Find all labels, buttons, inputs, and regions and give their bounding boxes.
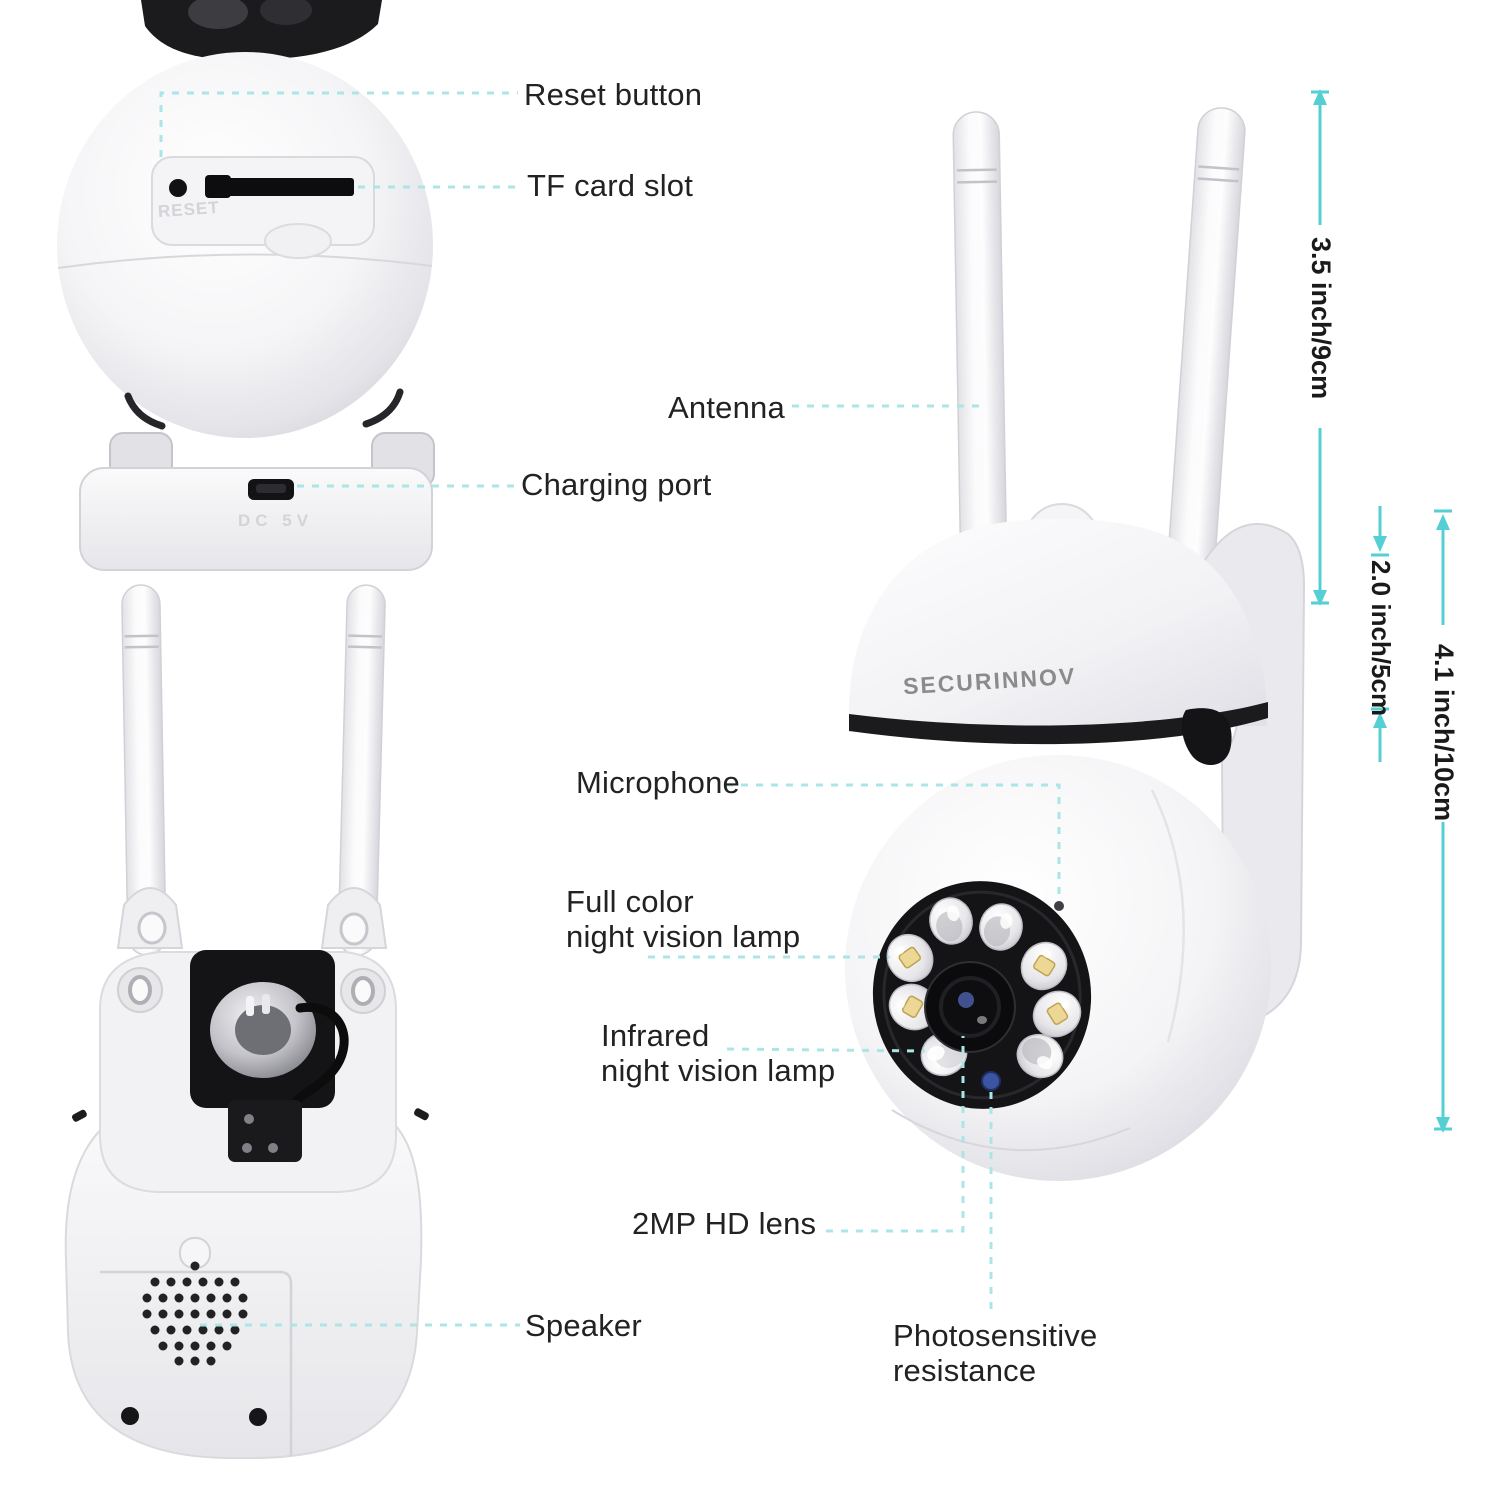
- antenna-mount-hole-left: [137, 911, 167, 945]
- ir-led: [929, 897, 973, 945]
- main-antenna-left: [952, 111, 1008, 583]
- gimbal-cylinder-core: [235, 1005, 291, 1055]
- label-full-color-lamp: Full color night vision lamp: [566, 884, 800, 954]
- cylinder-pin: [262, 994, 270, 1014]
- label-full-color-line1: Full color: [566, 884, 694, 919]
- label-charging-port: Charging port: [521, 467, 712, 502]
- bottom-screw: [249, 1408, 267, 1426]
- camera-back-view: [64, 584, 429, 1459]
- lens-glint: [977, 1016, 987, 1024]
- ball-seam: [1150, 789, 1185, 1043]
- label-infrared-lamp: Infrared night vision lamp: [601, 1018, 835, 1088]
- charging-base: [79, 467, 433, 571]
- connector-box: [228, 1100, 302, 1162]
- embossed-dc5v-text: DC 5V: [238, 511, 314, 530]
- label-antenna: Antenna: [668, 390, 785, 425]
- side-slot-left: [71, 1109, 87, 1122]
- side-slot-right: [413, 1108, 429, 1121]
- microphone-hole: [1054, 901, 1064, 911]
- label-full-color-line2: night vision lamp: [566, 919, 801, 954]
- label-reset-button: Reset button: [524, 77, 703, 112]
- label-microphone: Microphone: [576, 765, 740, 800]
- dim-text-body-height: 4.1 inch/10cm: [1429, 644, 1459, 822]
- bracket-screw-hole-left: [128, 975, 152, 1005]
- full-color-led: [886, 933, 934, 983]
- label-infrared-line2: night vision lamp: [601, 1053, 836, 1088]
- bottom-slot-right: [362, 388, 404, 428]
- callout-infrared-lamp: [726, 1047, 926, 1053]
- reset-button-hole: [169, 179, 187, 197]
- dimension-lines: [1311, 89, 1452, 1133]
- connector-screw: [244, 1114, 254, 1124]
- label-lens: 2MP HD lens: [632, 1206, 817, 1241]
- top-lens-cylinder: [260, 0, 312, 25]
- bottom-screw: [121, 1407, 139, 1425]
- photosensitive-sensor: [981, 1071, 1001, 1091]
- label-photosensitive: Photosensitive resistance: [893, 1318, 1097, 1388]
- lens-glint-blue: [958, 992, 974, 1008]
- top-lens-cylinder: [188, 0, 248, 29]
- tf-card-slot: [214, 178, 354, 196]
- callout-lines: [159, 91, 1061, 1327]
- full-color-led: [1020, 941, 1068, 991]
- power-cable: [287, 1002, 349, 1113]
- connector-screw: [242, 1143, 252, 1153]
- full-color-led: [888, 983, 938, 1031]
- label-infrared-line1: Infrared: [601, 1018, 710, 1053]
- ball-crease: [891, 1109, 1131, 1152]
- visor-notch: [1181, 708, 1232, 766]
- callout-microphone: [726, 783, 1061, 900]
- callout-reset-button: [159, 91, 518, 157]
- label-tf-card-slot: TF card slot: [527, 168, 694, 203]
- connector-screw: [268, 1143, 278, 1153]
- label-speaker: Speaker: [525, 1308, 642, 1343]
- charging-port-inner: [256, 484, 286, 493]
- dim-arrow-up: [1436, 514, 1450, 530]
- dim-arrow-down: [1313, 590, 1327, 606]
- antenna-mount-hole-right: [339, 912, 369, 946]
- camera-top-view: [57, 0, 435, 571]
- ir-led: [979, 903, 1023, 951]
- dim-arrow-up: [1313, 89, 1327, 105]
- bottom-slot-left: [124, 392, 166, 430]
- visor-band: [849, 702, 1268, 745]
- door-seam: [100, 1270, 293, 1456]
- label-photosensitive-line1: Photosensitive: [893, 1318, 1098, 1353]
- full-color-led: [1032, 990, 1082, 1038]
- face-ring: [882, 890, 1082, 1100]
- dim-text-antenna-height: 3.5 inch/9cm: [1306, 237, 1336, 400]
- dome: [848, 518, 1267, 726]
- bracket-screw-hole-right: [351, 976, 375, 1006]
- dim-arrow-down: [1373, 536, 1387, 552]
- back-antenna-left: [121, 584, 167, 956]
- dim-arrow-down: [1436, 1117, 1450, 1133]
- camera-main-view: [845, 107, 1306, 1181]
- label-photosensitive-line2: resistance: [893, 1353, 1037, 1388]
- ir-led: [1016, 1033, 1064, 1079]
- pir-bump: [264, 223, 332, 259]
- callout-lens: [826, 1036, 965, 1233]
- dim-text-head-height: 2.0 inch/5cm: [1366, 560, 1396, 717]
- speaker-grille: [142, 1261, 248, 1366]
- lens-inner-ring: [939, 976, 1001, 1038]
- dim-arrow-up: [1373, 712, 1387, 728]
- body-seam: [57, 253, 433, 269]
- embossed-reset-text: RESET: [157, 197, 221, 222]
- cylinder-pin: [246, 996, 254, 1016]
